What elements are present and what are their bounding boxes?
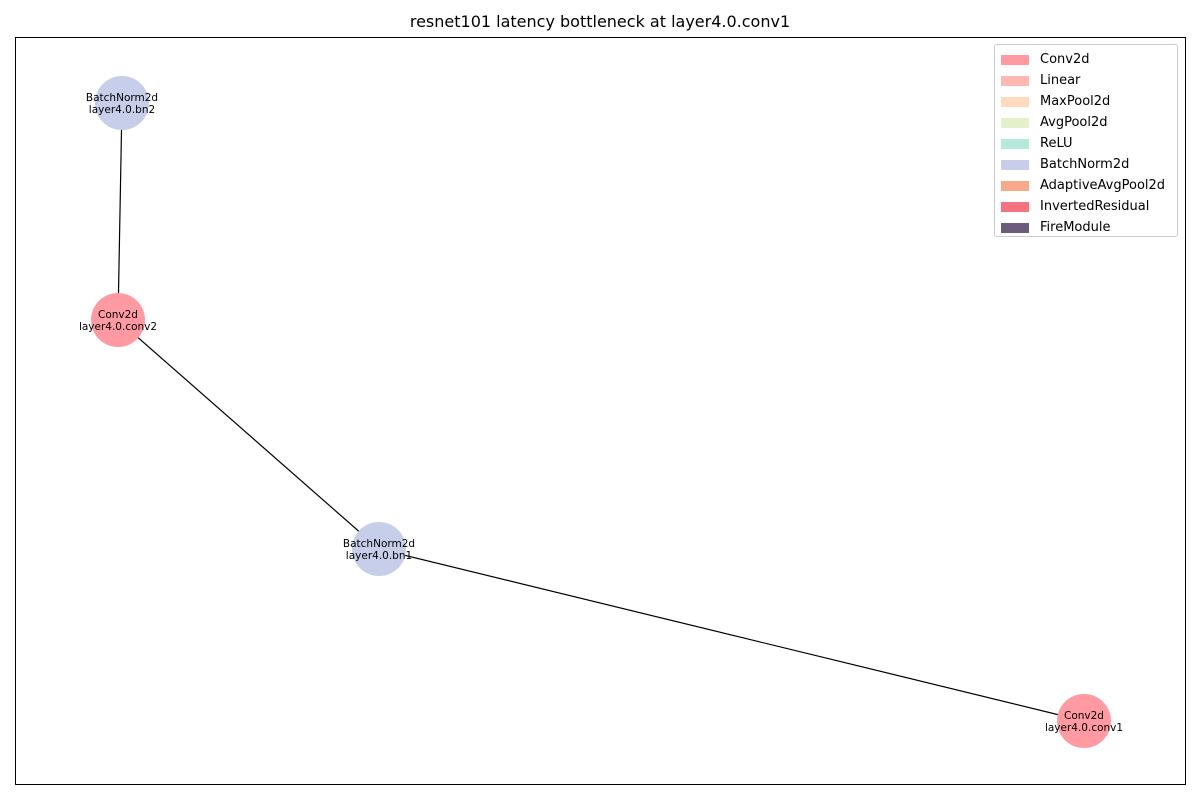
legend-item: BatchNorm2d [1001, 154, 1177, 175]
legend-swatch [1001, 159, 1029, 170]
legend-item: MaxPool2d [1001, 91, 1177, 112]
node-circle [352, 522, 406, 576]
node-circle [95, 76, 149, 130]
node-type-label: Conv2d [98, 309, 138, 321]
legend-label: ReLU [1040, 136, 1073, 151]
legend-label: FireModule [1040, 220, 1111, 235]
legend-swatch [1001, 54, 1029, 65]
legend-item: Conv2d [1001, 49, 1177, 70]
legend-label: BatchNorm2d [1040, 157, 1130, 172]
legend-swatch [1001, 117, 1029, 128]
node-type-label: BatchNorm2d [343, 538, 415, 550]
diagram-title: resnet101 latency bottleneck at layer4.0… [409, 12, 791, 31]
legend-swatch [1001, 222, 1029, 233]
edge-layer4.0.conv2-to-layer4.0.bn1 [117, 319, 380, 550]
node-id-label: layer4.0.conv2 [79, 321, 157, 333]
node-circle [1057, 694, 1111, 748]
legend-item: AvgPool2d [1001, 112, 1177, 133]
legend-swatch [1001, 138, 1029, 149]
node-id-label: layer4.0.bn1 [346, 550, 412, 562]
graph-canvas: BatchNorm2dlayer4.0.bn2Conv2dlayer4.0.co… [79, 76, 1123, 748]
legend-swatch [1001, 75, 1029, 86]
node-circle [91, 293, 145, 347]
legend-item: ReLU [1001, 133, 1177, 154]
legend-item: InvertedResidual [1001, 196, 1177, 217]
legend-label: Conv2d [1040, 52, 1090, 67]
node-id-label: layer4.0.conv1 [1045, 722, 1123, 734]
legend-swatch [1001, 96, 1029, 107]
legend-item: AdaptiveAvgPool2d [1001, 175, 1177, 196]
legend-item: FireModule [1001, 217, 1177, 238]
legend-swatch [1001, 180, 1029, 191]
legend-label: InvertedResidual [1040, 199, 1150, 214]
node-type-label: BatchNorm2d [86, 92, 158, 104]
edge-layer4.0.bn2-to-layer4.0.conv2 [117, 102, 123, 321]
legend-swatch [1001, 201, 1029, 212]
edge-layer4.0.bn1-to-layer4.0.conv1 [378, 548, 1085, 722]
node-type-label: Conv2d [1064, 710, 1104, 722]
legend-label: MaxPool2d [1040, 94, 1111, 109]
legend-label: Linear [1040, 73, 1081, 88]
legend-label: AdaptiveAvgPool2d [1040, 178, 1166, 193]
legend-item: Linear [1001, 70, 1177, 91]
node-id-label: layer4.0.bn2 [89, 104, 155, 116]
legend-label: AvgPool2d [1040, 115, 1108, 130]
